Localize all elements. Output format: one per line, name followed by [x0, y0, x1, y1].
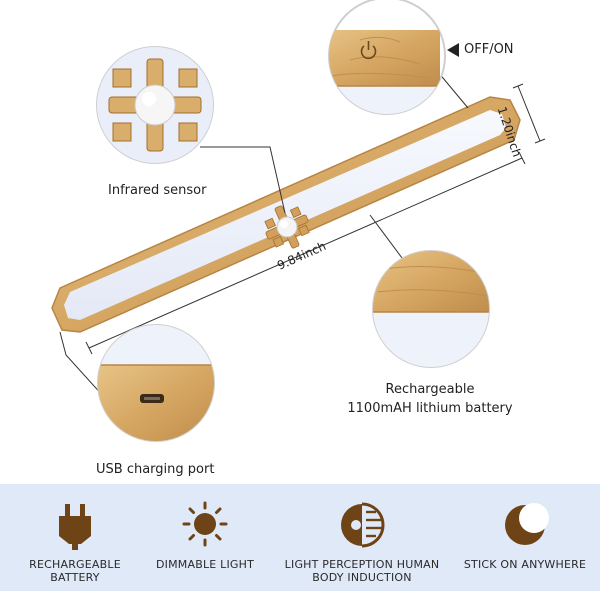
switch-callout	[328, 0, 446, 115]
height-dimension	[512, 83, 546, 144]
feature-dimmable: DIMMABLE LIGHT	[130, 484, 280, 591]
length-dimension	[85, 151, 526, 355]
sun-icon	[182, 501, 228, 547]
feature-stick-anywhere-line1: STICK ON ANYWHERE	[463, 558, 587, 571]
infrared-sensor-label: Infrared sensor	[108, 183, 207, 198]
plug-icon	[59, 504, 91, 550]
battery-label-line1: Rechargeable	[385, 382, 475, 397]
feature-dimmable-line1: DIMMABLE LIGHT	[155, 558, 255, 571]
feature-stick-anywhere: STICK ON ANYWHERE	[450, 484, 600, 591]
bar-sensor	[264, 205, 310, 249]
off-on-label: OFF/ON	[464, 42, 514, 57]
usb-port-label: USB charging port	[96, 462, 215, 477]
light-bar-illustration	[51, 0, 546, 442]
moon-icon	[505, 503, 549, 545]
feature-light-perception-line1: LIGHT PERCEPTION HUMAN	[284, 558, 440, 571]
usb-callout	[97, 324, 215, 442]
power-icon	[360, 41, 377, 60]
battery-label-line2: 1100mAH lithium battery	[347, 401, 513, 416]
leader-lines	[59, 71, 469, 398]
feature-rechargeable: RECHARGEABLE BATTERY	[0, 484, 150, 591]
features-band: RECHARGEABLE BATTERY DIMMABLE LIGHT	[0, 484, 600, 591]
feature-rechargeable-line2: BATTERY	[50, 571, 100, 584]
product-diagram: OFF/ON 1.20inch Infrared sensor 9.84inch…	[51, 0, 546, 477]
light-bar	[51, 96, 521, 333]
feature-rechargeable-line1: RECHARGEABLE	[29, 558, 121, 571]
arrow-left-icon	[447, 43, 459, 57]
feature-light-perception-line2: BODY INDUCTION	[312, 571, 412, 584]
feature-light-perception: LIGHT PERCEPTION HUMAN BODY INDUCTION	[285, 484, 439, 591]
battery-callout	[372, 250, 490, 368]
sensor-eye-icon	[341, 502, 385, 548]
sensor-callout	[96, 46, 214, 164]
